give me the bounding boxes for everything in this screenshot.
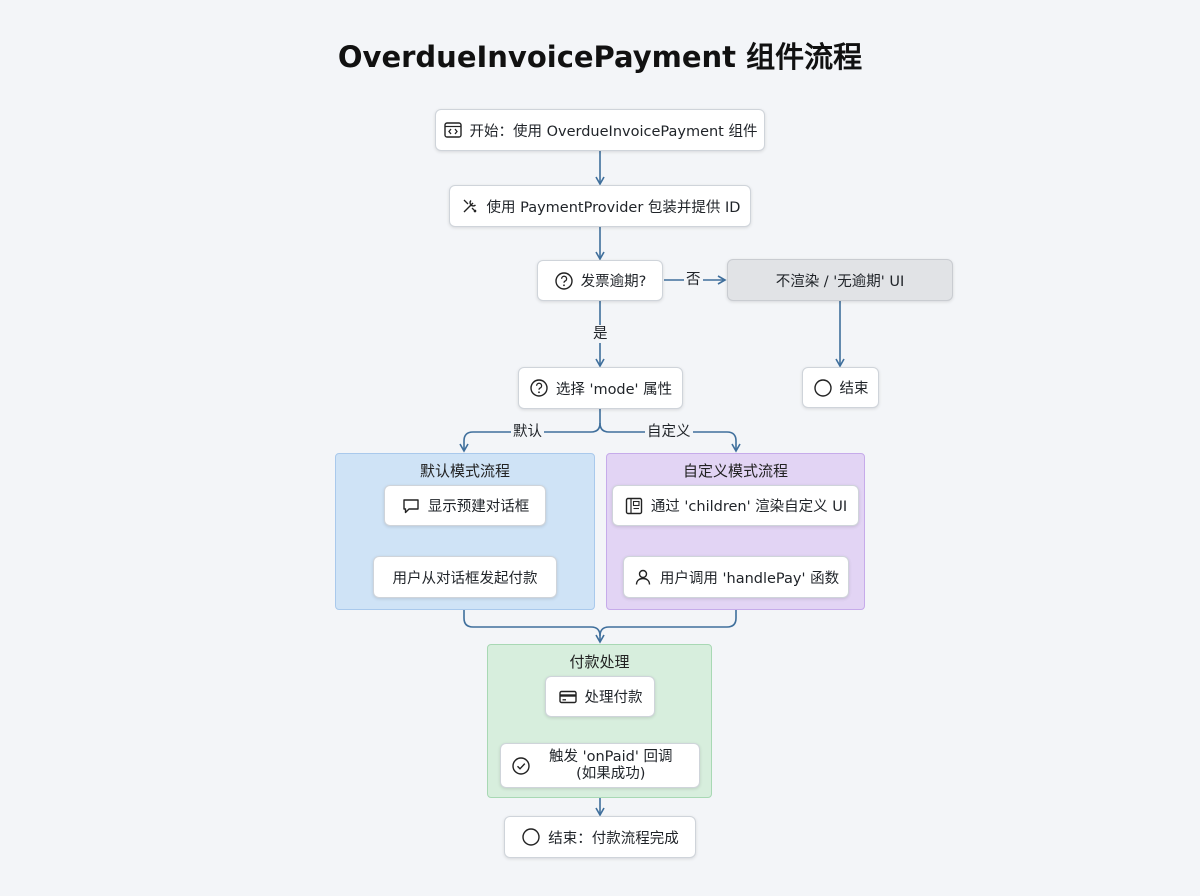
question-circle-icon <box>554 271 574 291</box>
node-trigger-onpaid[interactable]: 触发 'onPaid' 回调 (如果成功) <box>500 743 700 788</box>
group-custom-flow-label: 自定义模式流程 <box>682 462 788 480</box>
node-no-render-label: 不渲染 / '无逾期' UI <box>775 273 905 290</box>
edge-label-no: 否 <box>684 271 703 289</box>
group-default-flow-label: 默认模式流程 <box>419 462 510 480</box>
node-render-children-label: 通过 'children' 渲染自定义 UI <box>650 499 848 515</box>
node-user-handlepay[interactable]: 用户调用 'handlePay' 函数 <box>623 556 849 598</box>
edge-label-custom: 自定义 <box>645 423 693 441</box>
chat-bubble-icon <box>401 496 421 516</box>
node-start[interactable]: 开始：使用 OverdueInvoicePayment 组件 <box>435 109 765 151</box>
node-start-label: 开始：使用 OverdueInvoicePayment 组件 <box>469 123 758 140</box>
edge-mode-custom <box>599 422 741 453</box>
node-end-final[interactable]: 结束：付款流程完成 <box>504 816 696 858</box>
node-trigger-onpaid-line2: (如果成功) <box>576 765 646 782</box>
layout-icon <box>624 496 644 516</box>
node-user-handlepay-label: 用户调用 'handlePay' 函数 <box>659 570 840 587</box>
user-icon <box>633 567 653 587</box>
node-select-mode-label: 选择 'mode' 属性 <box>555 381 673 398</box>
question-circle-icon <box>529 378 549 398</box>
circle-icon <box>521 827 541 847</box>
edge-default-to-pay <box>463 610 605 644</box>
node-render-children[interactable]: 通过 'children' 渲染自定义 UI <box>612 485 859 526</box>
node-process-payment[interactable]: 处理付款 <box>545 676 655 717</box>
group-payment-processing-label: 付款处理 <box>569 653 630 671</box>
node-wrap-provider-label: 使用 PaymentProvider 包装并提供 ID <box>486 199 741 216</box>
node-end-no[interactable]: 结束 <box>802 367 879 408</box>
circle-icon <box>813 378 833 398</box>
node-end-no-label: 结束 <box>839 381 869 397</box>
check-circle-icon <box>511 756 531 776</box>
node-process-payment-label: 处理付款 <box>584 690 643 706</box>
tools-icon <box>460 196 480 216</box>
node-wrap-provider[interactable]: 使用 PaymentProvider 包装并提供 ID <box>449 185 751 227</box>
edge-label-yes: 是 <box>591 325 610 343</box>
credit-card-icon <box>558 687 578 707</box>
node-trigger-onpaid-line1: 触发 'onPaid' 回调 <box>549 748 673 765</box>
edge-label-default: 默认 <box>511 423 544 441</box>
node-show-dialog-label: 显示预建对话框 <box>427 499 530 515</box>
node-show-dialog[interactable]: 显示预建对话框 <box>384 485 546 526</box>
node-user-dialog-pay-label: 用户从对话框发起付款 <box>392 570 538 587</box>
node-no-render[interactable]: 不渲染 / '无逾期' UI <box>727 259 953 301</box>
node-is-overdue-label: 发票逾期? <box>580 274 647 290</box>
node-end-final-label: 结束：付款流程完成 <box>548 830 679 847</box>
edge-custom-to-pay <box>599 610 737 637</box>
node-select-mode[interactable]: 选择 'mode' 属性 <box>518 367 683 409</box>
code-window-icon <box>443 120 463 140</box>
node-user-dialog-pay[interactable]: 用户从对话框发起付款 <box>373 556 557 598</box>
node-is-overdue[interactable]: 发票逾期? <box>537 260 663 301</box>
node-trigger-onpaid-text: 触发 'onPaid' 回调 (如果成功) <box>549 749 672 783</box>
diagram-title: OverdueInvoicePayment 组件流程 <box>337 40 863 74</box>
